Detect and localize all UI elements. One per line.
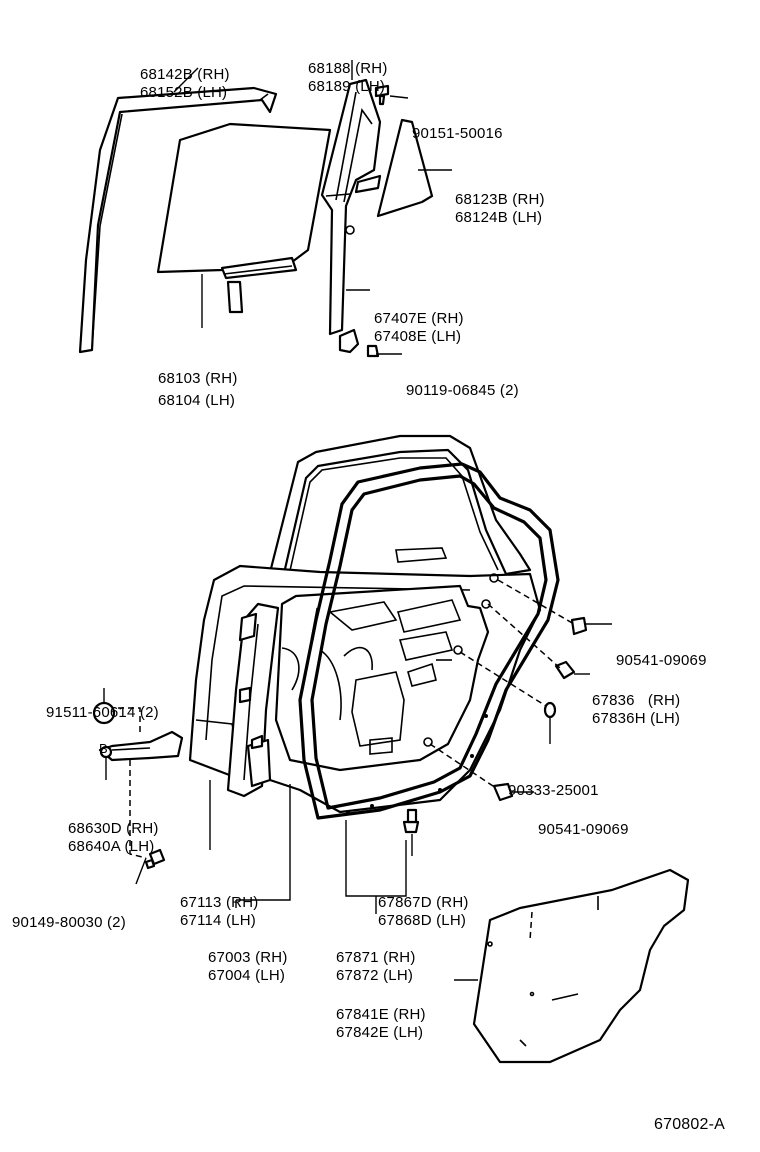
label-service-hole-cover: 67841E (RH)67842E (LH) bbox=[336, 1006, 426, 1041]
label-grommet-lower: 90541-09069 bbox=[538, 821, 629, 838]
label-run-channel-rear: 68188 (RH)68189 (LH) bbox=[308, 60, 388, 95]
leader-lines bbox=[103, 60, 612, 981]
label-grommet-upper: 90541-09069 bbox=[616, 652, 707, 669]
weatherstrip bbox=[298, 462, 560, 820]
hardware bbox=[402, 573, 588, 834]
service-hole-cover bbox=[472, 868, 690, 1064]
label-bolt-division: 90119-06845 (2) bbox=[406, 382, 519, 399]
door-glass bbox=[156, 122, 332, 314]
callout-b: B bbox=[99, 741, 108, 756]
parts-diagram bbox=[78, 60, 690, 1064]
label-quarter-glass: 68123B (RH)68124B (LH) bbox=[455, 191, 545, 226]
label-plug: 90333-25001 bbox=[508, 782, 599, 799]
label-clip: 67867D (RH)67868D (LH) bbox=[378, 894, 469, 929]
label-panel: 67113 (RH)67114 (LH) bbox=[180, 894, 259, 929]
quarter-glass bbox=[376, 118, 434, 218]
label-weatherstrip: 67871 (RH)67872 (LH) bbox=[336, 949, 416, 984]
door-hinge bbox=[92, 701, 184, 870]
door-frame bbox=[188, 434, 542, 814]
label-hinge-screw: 90149-80030 (2) bbox=[12, 914, 126, 931]
diagram-code: 670802-A bbox=[654, 1116, 725, 1133]
label-door-assy: 67003 (RH)67004 (LH) bbox=[208, 949, 288, 984]
division-bar bbox=[338, 225, 380, 358]
label-run-channel-outer: 68142B (RH)68152B (LH) bbox=[140, 66, 230, 101]
label-bolt-top: 90151-50016 bbox=[412, 125, 503, 142]
label-hinge: 68630D (RH)68640A (LH) bbox=[68, 820, 159, 855]
run-channel-outer bbox=[78, 86, 278, 354]
run-channel-rear bbox=[320, 78, 382, 336]
bolt-top bbox=[374, 84, 390, 106]
label-division-bar: 67407E (RH)67408E (LH) bbox=[374, 310, 464, 345]
label-cushion: 67836 (RH)67836H (LH) bbox=[592, 692, 681, 727]
label-hinge-bolt: 91511-60614 (2) bbox=[46, 704, 159, 721]
label-door-glass: 68103 (RH)68104 (LH) bbox=[158, 370, 238, 409]
